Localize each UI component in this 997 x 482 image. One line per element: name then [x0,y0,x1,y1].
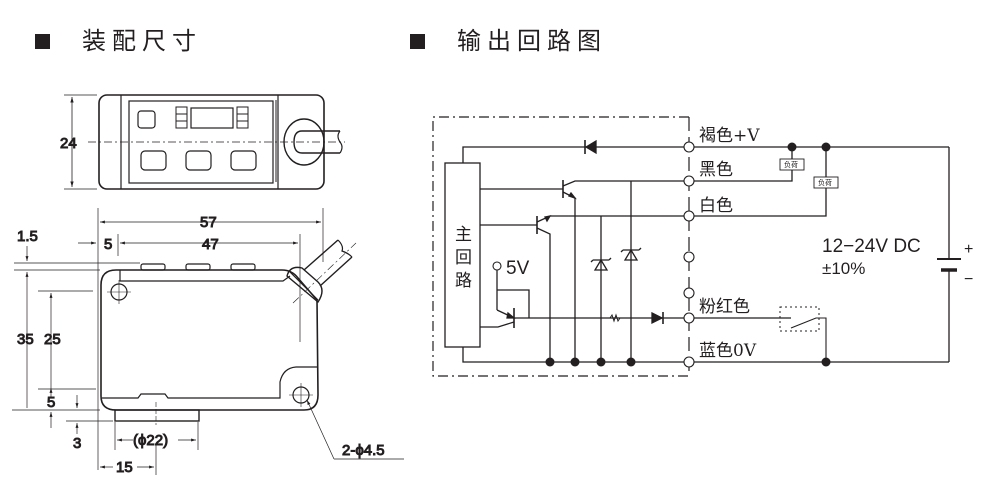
zener-diode-icon [623,248,639,261]
dim-height-top: 24 [60,135,77,152]
dim-height-total: 35 [17,331,34,348]
indicator-button [137,110,156,129]
diode-icon [651,311,664,325]
wire-label-blue: 蓝色0V [699,341,757,361]
display-panel [128,100,274,184]
wire-label-black: 黑色 [699,160,733,180]
sensor-boundary [432,116,689,377]
supply-voltage: 12−24V DC [822,236,921,257]
heading-title: 装配尺寸 [82,27,202,55]
dim-width-body: 47 [202,236,219,253]
diode-icon [584,139,597,155]
wire-label-brown: 褐色+V [699,126,760,146]
zener-diode-icon [593,258,609,271]
load-label: 负荷 [818,178,832,187]
dim-base-offset: 15 [116,459,133,476]
internal-supply-label: 5V [506,258,530,279]
dim-base-diameter: (ϕ22) [133,432,168,449]
display-window [190,107,234,129]
switch-housing [779,306,820,332]
supply-tolerance: ±10% [822,259,865,278]
heading-assembly-dimensions: 装配尺寸 [35,26,202,56]
key-button [140,150,167,171]
dim-base-thickness: 3 [73,435,81,452]
heading-output-circuit: 输出回路图 [410,26,607,56]
square-bullet-icon [410,33,425,49]
wire-label-white: 白色 [699,196,733,216]
dim-hole-spacing: 25 [44,331,61,348]
minus-sign: − [964,271,973,288]
switch-icon [790,317,827,362]
wire-label-pink: 粉红色 [699,297,750,317]
resistor-icon [609,313,621,323]
front-view [100,239,357,425]
cable [293,130,340,154]
dim-bottom-offset: 5 [47,394,55,411]
top-view [64,94,345,190]
cable-gland [286,266,323,304]
square-bullet-icon [35,33,50,49]
plus-sign: + [964,241,973,258]
wire-blue [462,347,689,363]
dim-offset-left: 5 [104,236,112,253]
main-circuit-label-3: 路 [455,271,472,291]
junction-dots [545,142,831,367]
wire-black [562,180,689,187]
dim-mount-holes: 2-ϕ4.5 [342,442,385,459]
base-connector [114,409,200,422]
dim-top-protrusion: 1.5 [17,228,38,245]
main-circuit-label-2: 回 [455,248,472,268]
load-label: 负荷 [784,160,798,169]
front-view-body [100,269,319,411]
cable [303,239,353,287]
key-button [230,150,257,171]
dimension-lines [12,208,404,475]
dim-width-total: 57 [200,214,217,231]
key-button [185,150,212,171]
heading-title: 输出回路图 [457,27,607,55]
wire-brown [462,146,689,163]
main-circuit-label-1: 主 [455,225,472,245]
